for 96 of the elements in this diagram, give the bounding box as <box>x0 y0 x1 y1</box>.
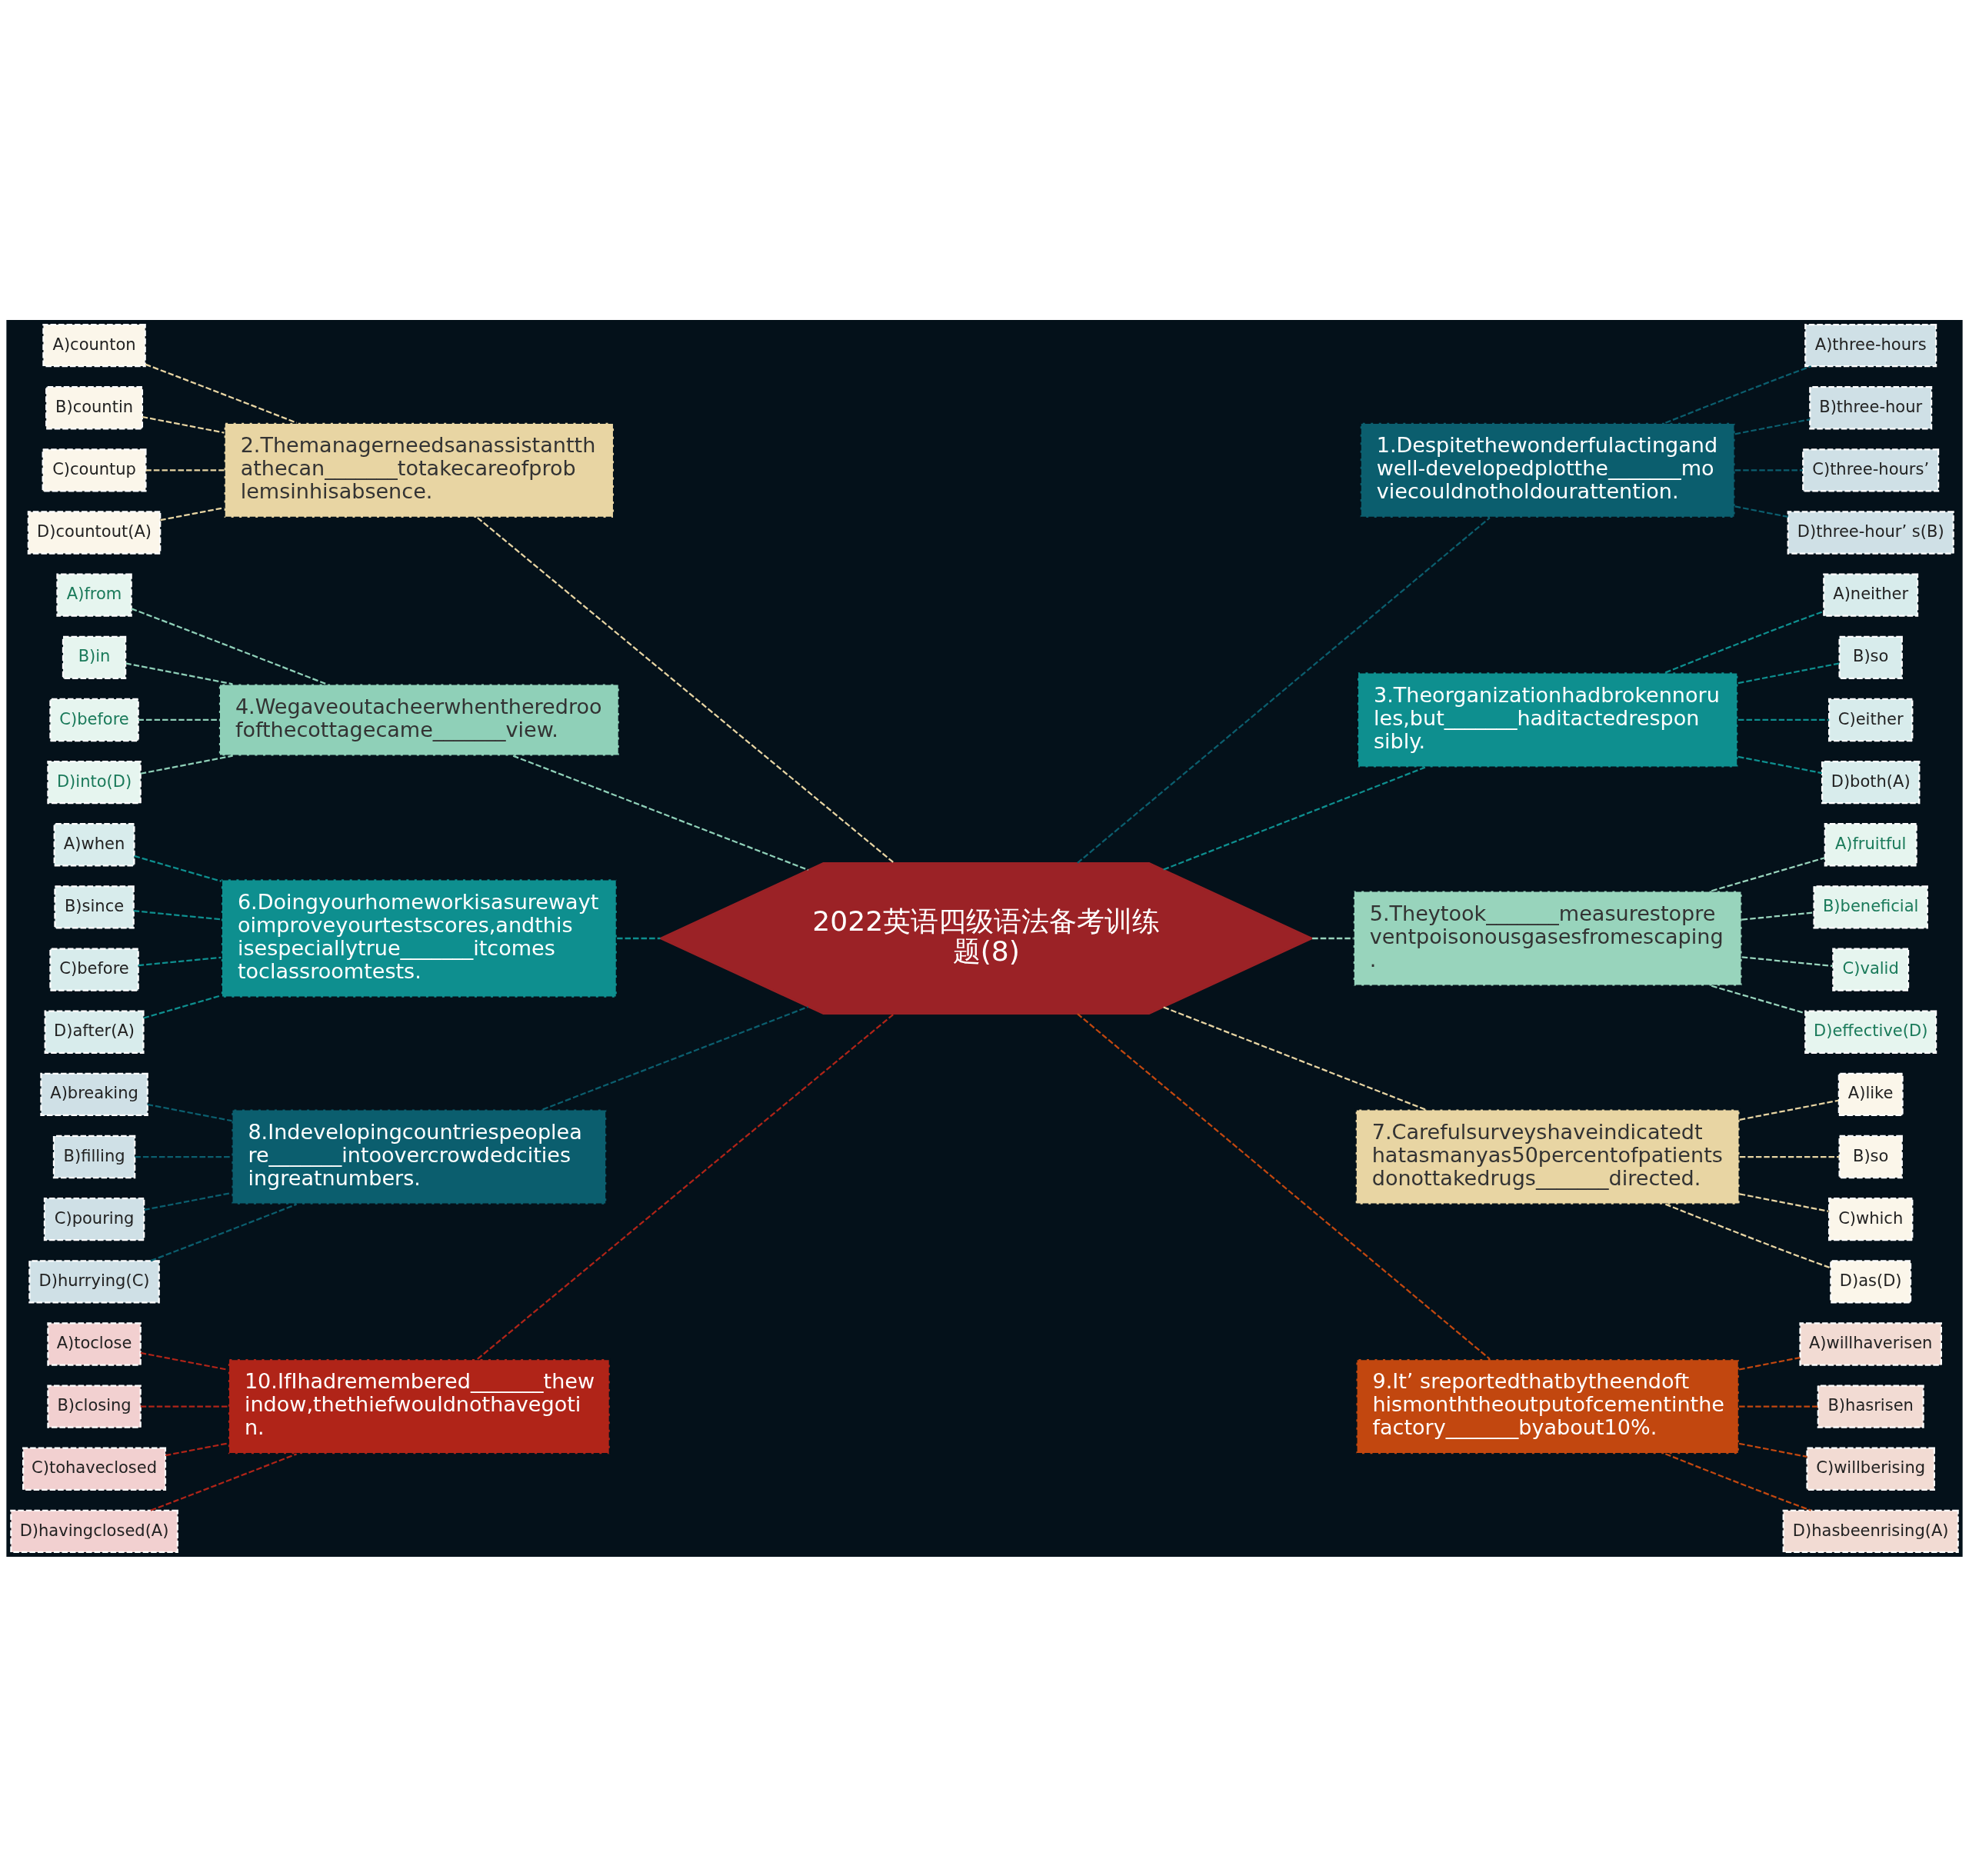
connector <box>134 855 222 882</box>
connector <box>617 937 661 939</box>
connector <box>125 661 233 685</box>
node-box: A)neither <box>1823 573 1919 617</box>
node-box: D)effective(D) <box>1804 1010 1937 1054</box>
node-box: D)into(D) <box>47 760 142 804</box>
connector <box>150 1203 298 1261</box>
connector <box>1739 1155 1840 1158</box>
node-box: A)like <box>1837 1072 1904 1116</box>
node-box: B)filling <box>52 1135 136 1178</box>
node-box: D)hurrying(C) <box>28 1259 160 1303</box>
node-box: C)before <box>49 947 139 991</box>
node-box: 8.Indevelopingcountriespeopleare_______intoovercrowdedcitiesingreatnumbers. <box>231 1108 608 1205</box>
connector <box>1163 766 1426 871</box>
connector <box>1077 1012 1491 1360</box>
connector <box>1734 505 1788 518</box>
connector <box>512 755 809 871</box>
connector <box>477 1013 895 1360</box>
node-box: D)as(D) <box>1830 1259 1912 1303</box>
node-box: D)both(A) <box>1821 760 1921 804</box>
connector <box>542 1005 809 1110</box>
connector <box>145 468 225 471</box>
connector <box>1664 1452 1812 1511</box>
connector <box>138 956 222 966</box>
node-box: C)pouring <box>43 1197 145 1241</box>
node-box: 7.Carefulsurveyshaveindicatedthatasmanyas50percentofpatientsdonottakedrugs_______directed. <box>1354 1108 1741 1205</box>
node-box: A)counton <box>42 323 146 367</box>
node-box: D)after(A) <box>44 1010 145 1054</box>
node-box: B)beneficial <box>1813 885 1928 929</box>
connector <box>1737 755 1823 774</box>
connector <box>1737 661 1840 684</box>
node-box: 5.Theytook_______measurestopreventpoisonousgasesfromescaping. <box>1352 889 1743 987</box>
connector <box>1734 468 1803 471</box>
node-box: A)fruitful <box>1824 822 1917 866</box>
connector <box>1664 1203 1831 1268</box>
node-box: D)havingclosed(A) <box>10 1509 178 1553</box>
node-box: 4.Wegaveoutacheerwhentheredroofofthecottagecame_______view. <box>218 682 620 757</box>
node-box: C)willberising <box>1806 1447 1935 1491</box>
connector <box>1711 985 1806 1014</box>
connector <box>1741 911 1814 921</box>
connector <box>140 1405 228 1408</box>
connector <box>131 607 327 685</box>
node-box: 3.Theorganizationhadbrokennorules,but_______haditactedresponsibly. <box>1356 671 1739 768</box>
connector <box>1738 1442 1807 1458</box>
node-box: D)countout(A) <box>27 510 162 555</box>
node-box: A)breaking <box>40 1072 148 1116</box>
connector <box>1664 610 1824 673</box>
node-box: 9.It’ sreportedthatbytheendofthismonththeoutputofcementinthefactory_______byabout10%. <box>1355 1358 1740 1454</box>
connector <box>1077 516 1491 864</box>
connector <box>150 1452 298 1511</box>
node-box: A)three-hours <box>1804 323 1937 367</box>
connector <box>1737 718 1829 721</box>
node-box: A)willhaverisen <box>1799 1321 1942 1366</box>
connector <box>1734 418 1811 435</box>
node-box: 10.IfIhadremembered_______thewindow,thethiefwouldnothavegotin. <box>227 1358 611 1454</box>
connector <box>138 718 219 721</box>
node-box: A)toclose <box>47 1321 142 1366</box>
node-box: C)either <box>1827 698 1914 741</box>
node-box: C)valid <box>1832 947 1910 991</box>
node-box: A)from <box>56 573 132 617</box>
connector <box>140 1351 228 1371</box>
connector <box>1741 955 1834 967</box>
node-box: B)so <box>1838 635 1903 679</box>
connector <box>1738 1356 1801 1371</box>
node-box: C)countup <box>42 448 147 492</box>
node-box: 2.Themanagerneedsanassistantthathecan_______totakecareofproblemsinhisabsence. <box>223 422 615 518</box>
node-box: C)before <box>49 698 139 741</box>
node-box: B)in <box>62 635 127 679</box>
connector <box>1711 856 1825 891</box>
connector <box>140 754 233 775</box>
connector <box>142 415 225 434</box>
connector <box>135 1155 232 1158</box>
connector <box>477 516 895 863</box>
connector <box>133 909 222 920</box>
node-box: B)closing <box>47 1384 142 1428</box>
node-box: A)when <box>53 822 135 866</box>
connector <box>1739 1192 1829 1212</box>
node-box: D)three-hour’ s(B) <box>1787 510 1954 555</box>
connector <box>1664 365 1812 424</box>
node-box: 1.Despitethewonderfulactingandwell-developedplotthe_______moviecouldnotholdourattention. <box>1359 422 1736 518</box>
connector <box>145 363 298 424</box>
connector <box>165 1441 228 1456</box>
node-box: B)since <box>54 885 135 929</box>
node-box: D)hasbeenrising(A) <box>1782 1509 1959 1553</box>
node-box: B)three-hour <box>1809 385 1933 429</box>
node-box: C)which <box>1827 1197 1914 1241</box>
node-box: C)tohaveclosed <box>22 1447 167 1491</box>
node-box: B)hasrisen <box>1817 1384 1924 1428</box>
connector <box>147 1103 232 1121</box>
connector <box>1739 1099 1839 1121</box>
connector <box>1739 1405 1818 1408</box>
node-box: C)three-hours’ <box>1802 448 1940 492</box>
node-box: B)so <box>1838 1135 1903 1178</box>
node-box: B)countin <box>45 385 144 429</box>
node-box: 6.Doingyourhomeworkisasurewaytoimproveyourtestscores,andthisisespeciallytrue_______itcomestoclassroomtests. <box>220 878 618 998</box>
connector <box>1163 1005 1426 1110</box>
